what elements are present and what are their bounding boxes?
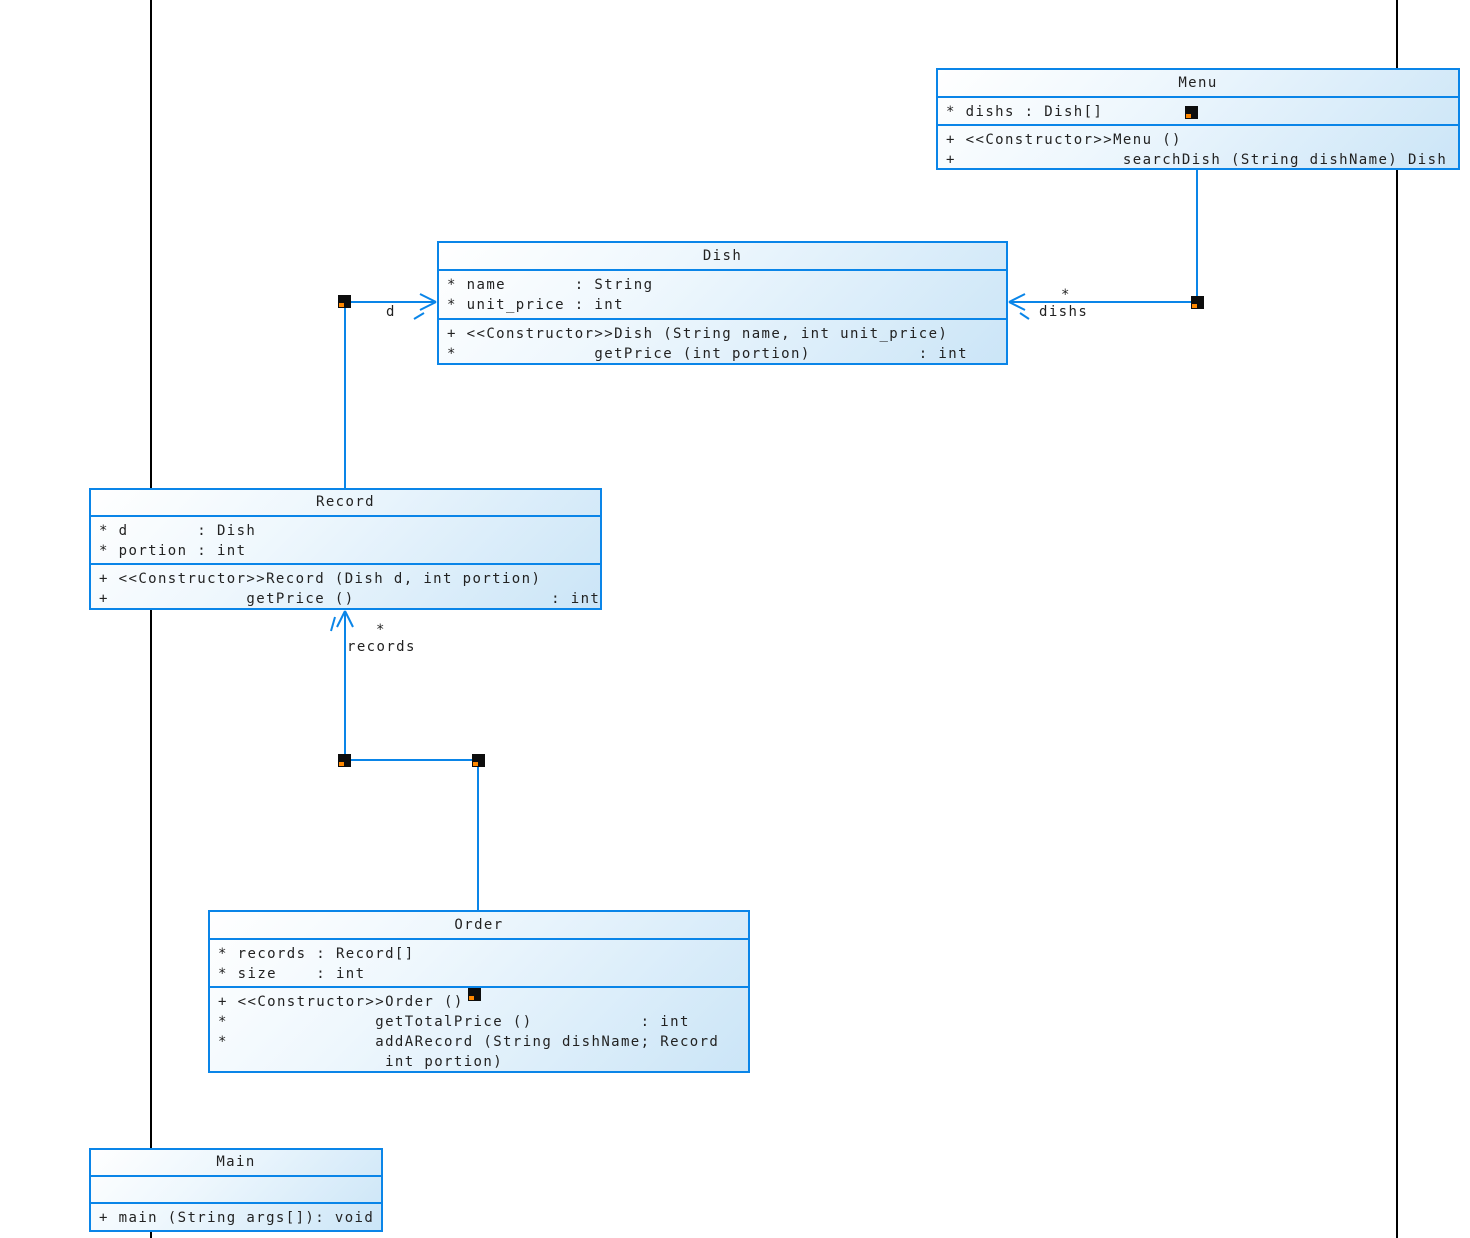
class-order-attributes: * records : Record[] * size : int xyxy=(210,940,748,988)
class-title-order: Order xyxy=(210,912,748,940)
class-title-main: Main xyxy=(91,1150,381,1177)
class-box-order[interactable]: Order * records : Record[] * size : int … xyxy=(208,910,750,1073)
anchor-handle-menu-end[interactable] xyxy=(1185,106,1198,119)
method-line: * addARecord (String dishName; Record xyxy=(218,1034,720,1050)
class-main-methods: + main (String args[]): void xyxy=(91,1204,381,1228)
role-label-records[interactable]: records xyxy=(347,639,416,655)
class-box-record[interactable]: Record * d : Dish * portion : int + <<Co… xyxy=(89,488,602,610)
class-box-main[interactable]: Main + main (String args[]): void xyxy=(89,1148,383,1232)
method-line: + <<Constructor>>Menu () xyxy=(946,132,1182,148)
class-title-dish: Dish xyxy=(439,243,1006,271)
anchor-handle-order-record-bend-right[interactable] xyxy=(472,754,485,767)
class-box-menu[interactable]: Menu * dishs : Dish[] + <<Constructor>>M… xyxy=(936,68,1460,170)
method-line: + <<Constructor>>Record (Dish d, int por… xyxy=(99,571,542,587)
anchor-handle-order-end[interactable] xyxy=(468,988,481,1001)
class-menu-attributes: * dishs : Dish[] xyxy=(938,98,1458,126)
class-order-methods: + <<Constructor>>Order () * getTotalPric… xyxy=(210,988,748,1072)
attribute-line: * portion : int xyxy=(99,543,247,559)
class-title-menu: Menu xyxy=(938,70,1458,98)
method-line: * getTotalPrice () : int xyxy=(218,1014,690,1030)
class-menu-methods: + <<Constructor>>Menu () + searchDish (S… xyxy=(938,126,1458,170)
association-order-record[interactable] xyxy=(344,611,479,910)
class-main-attributes xyxy=(91,1177,381,1204)
frame-line-right xyxy=(1396,0,1398,1238)
method-line: + <<Constructor>>Dish (String name, int … xyxy=(447,326,949,342)
multiplicity-label-records[interactable]: * xyxy=(376,622,386,638)
multiplicity-label-dishs[interactable]: * xyxy=(1061,287,1071,303)
method-line: int portion) xyxy=(218,1054,504,1070)
attribute-line: * unit_price : int xyxy=(447,297,624,313)
method-line: + main (String args[]): void xyxy=(99,1210,375,1226)
attribute-line: * d : Dish xyxy=(99,523,257,539)
attribute-line: * size : int xyxy=(218,966,366,982)
anchor-handle-menu-dish-bend[interactable] xyxy=(1191,296,1204,309)
role-label-dishs[interactable]: dishs xyxy=(1039,304,1089,320)
role-label-d[interactable]: d xyxy=(386,304,396,320)
class-box-dish[interactable]: Dish * name : String * unit_price : int … xyxy=(437,241,1008,365)
frame-line-left xyxy=(150,0,152,1238)
class-dish-attributes: * name : String * unit_price : int xyxy=(439,271,1006,320)
arrowhead-order-record xyxy=(330,610,354,632)
method-line: + getPrice () : int xyxy=(99,591,601,607)
attribute-line: * name : String xyxy=(447,277,654,293)
method-line: * getPrice (int portion) : int xyxy=(447,346,968,362)
class-record-attributes: * d : Dish * portion : int xyxy=(91,517,600,565)
method-line: + searchDish (String dishName) Dish xyxy=(946,152,1448,168)
class-dish-methods: + <<Constructor>>Dish (String name, int … xyxy=(439,320,1006,364)
anchor-handle-order-record-bend-left[interactable] xyxy=(338,754,351,767)
association-menu-dish[interactable] xyxy=(1009,170,1198,303)
association-record-dish[interactable] xyxy=(344,301,436,488)
class-title-record: Record xyxy=(91,490,600,517)
attribute-line: * dishs : Dish[] xyxy=(946,104,1104,120)
attribute-line: * records : Record[] xyxy=(218,946,415,962)
arrowhead-menu-dish xyxy=(1008,293,1030,320)
method-line: + <<Constructor>>Order () xyxy=(218,994,464,1010)
class-record-methods: + <<Constructor>>Record (Dish d, int por… xyxy=(91,565,600,609)
anchor-handle-record-dish-bend[interactable] xyxy=(338,295,351,308)
arrowhead-record-dish xyxy=(413,293,437,320)
